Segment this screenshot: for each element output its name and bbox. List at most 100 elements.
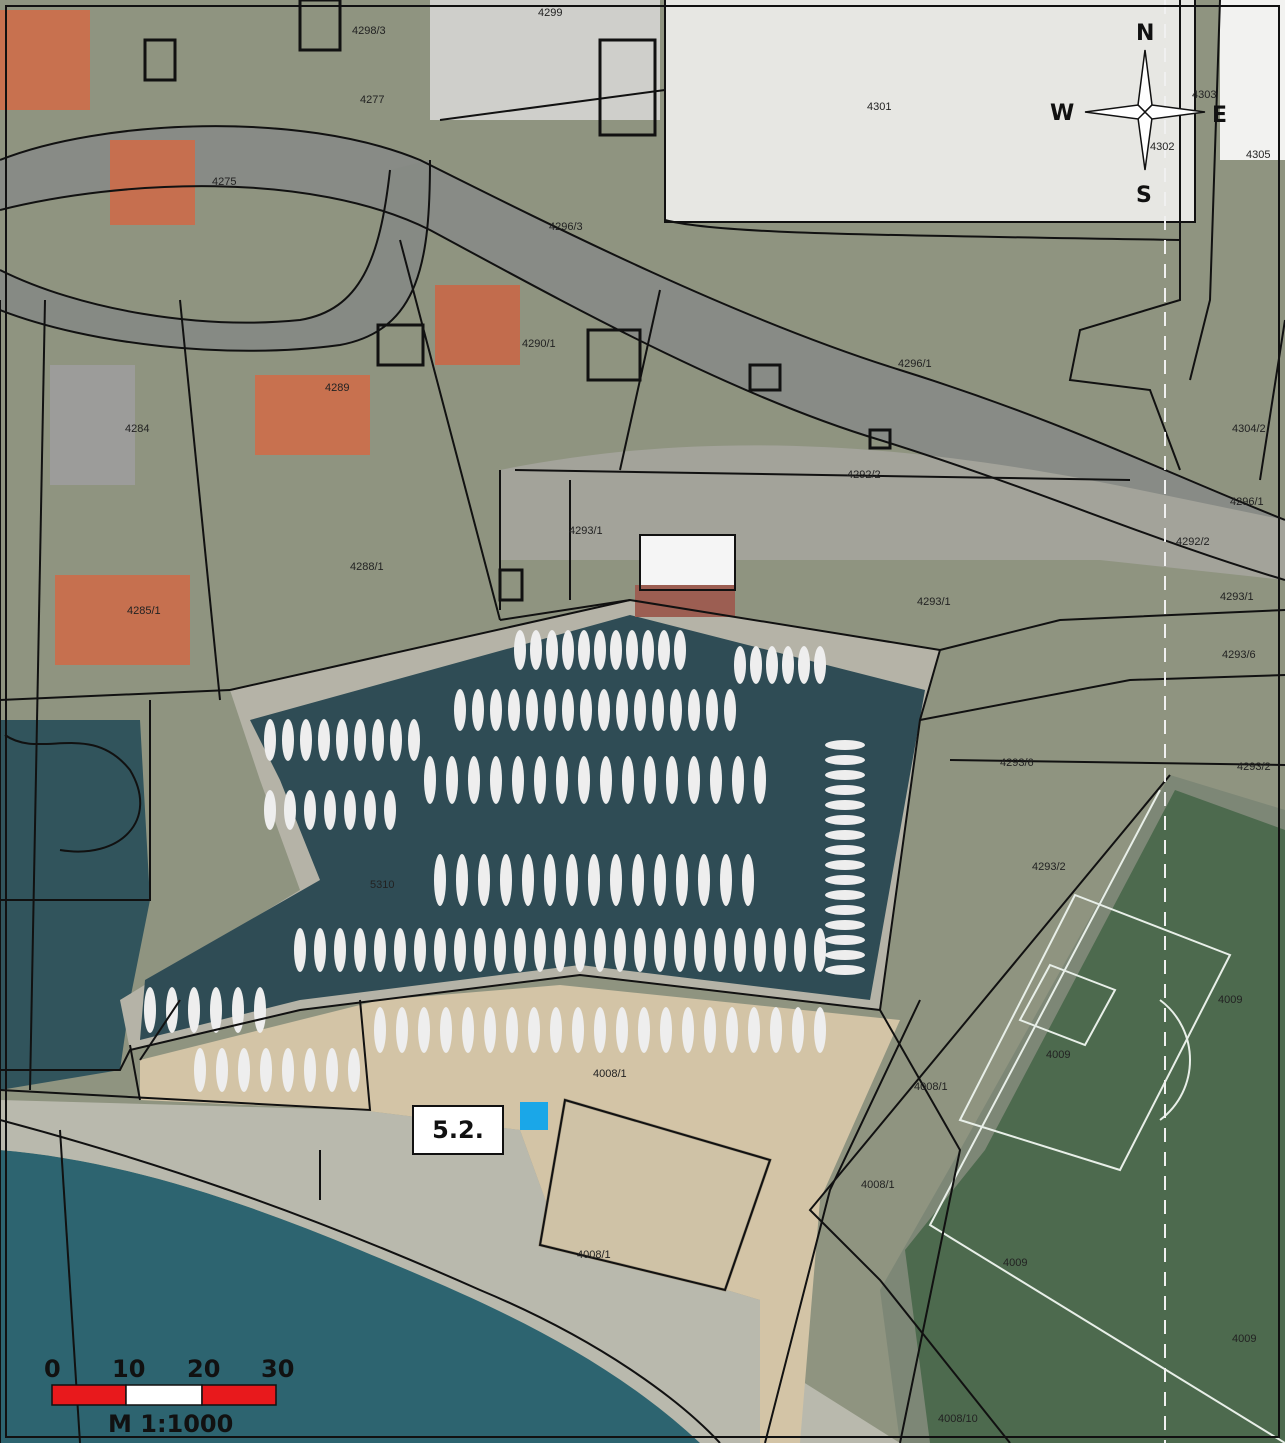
- boat: [478, 854, 490, 906]
- boat: [825, 950, 865, 960]
- boat: [544, 854, 556, 906]
- scale-segment-3: [201, 1384, 277, 1406]
- parcel-label: 4301: [867, 101, 891, 113]
- scale-segment-2: [125, 1384, 203, 1406]
- scale-tick-10: 10: [112, 1355, 145, 1383]
- scale-tick-20: 20: [187, 1355, 220, 1383]
- boat: [336, 719, 348, 761]
- boat: [825, 815, 865, 825]
- parcel-label: 4290/1: [522, 338, 556, 350]
- boat: [706, 689, 718, 731]
- boat: [522, 854, 534, 906]
- parcel-label: 4284: [125, 423, 149, 435]
- parcel-label: 4008/1: [593, 1068, 627, 1080]
- boat: [825, 890, 865, 900]
- boat: [530, 630, 542, 670]
- boat: [774, 928, 786, 972]
- boat: [642, 630, 654, 670]
- boat: [326, 1048, 338, 1092]
- boat: [454, 689, 466, 731]
- boat: [390, 719, 402, 761]
- boat: [825, 935, 865, 945]
- boat: [825, 920, 865, 930]
- boat: [654, 854, 666, 906]
- boat: [660, 1007, 672, 1053]
- boat: [654, 928, 666, 972]
- pebble-beach: [0, 1100, 900, 1443]
- boat: [674, 630, 686, 670]
- boat: [414, 928, 426, 972]
- boat: [814, 646, 826, 684]
- boat: [254, 987, 266, 1033]
- boat: [674, 928, 686, 972]
- map-frame: [5, 5, 1280, 1438]
- boat: [188, 987, 200, 1033]
- boat: [434, 928, 446, 972]
- boat: [348, 1048, 360, 1092]
- parcel-label: 4288/1: [350, 561, 384, 573]
- boat: [616, 689, 628, 731]
- boat: [825, 965, 865, 975]
- house-roof: [110, 140, 195, 225]
- boat: [264, 790, 276, 830]
- boat: [238, 1048, 250, 1092]
- boat: [418, 1007, 430, 1053]
- boat: [574, 928, 586, 972]
- boat: [324, 790, 336, 830]
- parcel-label: 4009: [1218, 994, 1242, 1006]
- boat: [794, 928, 806, 972]
- boat: [782, 646, 794, 684]
- boats: [144, 630, 865, 1092]
- parcel-label: 4292/2: [847, 469, 881, 481]
- compass-east: E: [1212, 103, 1227, 128]
- boat: [610, 854, 622, 906]
- boat: [580, 689, 592, 731]
- boat: [468, 756, 480, 804]
- parcel-label: 4009: [1003, 1257, 1027, 1269]
- boat: [556, 756, 568, 804]
- boat: [554, 928, 566, 972]
- parcel-label: 4293/6: [1222, 649, 1256, 661]
- boat: [754, 928, 766, 972]
- scale-tick-0: 0: [44, 1355, 61, 1383]
- house-roof-grey: [50, 365, 135, 485]
- boat: [724, 689, 736, 731]
- boat: [825, 770, 865, 780]
- boat: [514, 928, 526, 972]
- boat: [494, 928, 506, 972]
- boat: [484, 1007, 496, 1053]
- boat: [408, 719, 420, 761]
- boat: [652, 689, 664, 731]
- football-field: [905, 790, 1285, 1443]
- boat: [526, 689, 538, 731]
- parcel-labels: 4301427742754296/343054296/14290/1428942…: [125, 7, 1271, 1425]
- boat: [825, 755, 865, 765]
- boat: [314, 928, 326, 972]
- parcel-label: 4008/10: [938, 1413, 978, 1425]
- boat: [825, 905, 865, 915]
- boat: [704, 1007, 716, 1053]
- boat: [472, 689, 484, 731]
- boat: [396, 1007, 408, 1053]
- parcel-label: 4293/1: [1220, 591, 1254, 603]
- parcel-label: 4293/2: [1032, 861, 1066, 873]
- parcel-label: 4305: [1246, 149, 1270, 161]
- parcel-label: 4296/1: [1230, 496, 1264, 508]
- boat: [354, 928, 366, 972]
- parcel-label: 4293/1: [917, 596, 951, 608]
- boat: [634, 928, 646, 972]
- parcel-label: 4296/3: [549, 221, 583, 233]
- boat: [384, 790, 396, 830]
- boat: [734, 928, 746, 972]
- boat: [500, 854, 512, 906]
- callout-label: 5.2.: [412, 1105, 504, 1155]
- parcel-label: 4293/6: [1000, 757, 1034, 769]
- boat: [300, 719, 312, 761]
- boat: [474, 928, 486, 972]
- boat: [714, 928, 726, 972]
- boat: [282, 719, 294, 761]
- boat: [578, 756, 590, 804]
- boat: [528, 1007, 540, 1053]
- compass-south: S: [1136, 183, 1152, 208]
- boat: [814, 1007, 826, 1053]
